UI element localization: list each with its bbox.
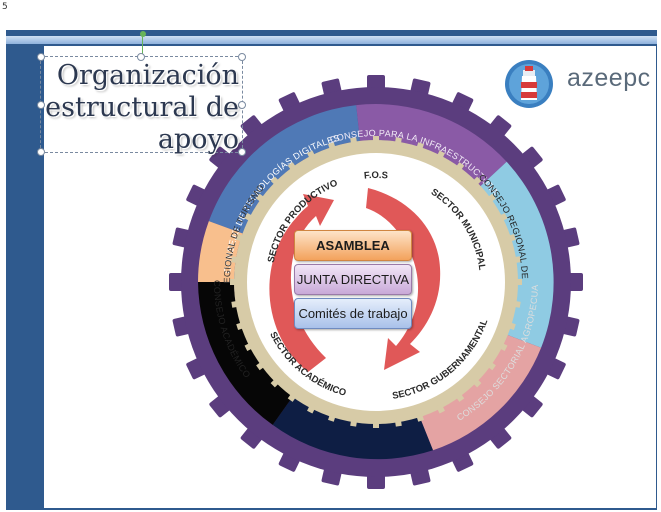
sector-turismo (198, 221, 243, 282)
ring-notch (471, 176, 482, 187)
ring-notch (394, 417, 402, 427)
ring-notch (373, 136, 379, 144)
arrow-top-left (269, 194, 334, 372)
ring-notch (244, 341, 255, 351)
ring-notch (454, 391, 465, 402)
ring-notch (471, 377, 482, 388)
ring-notch (435, 150, 445, 161)
ring-notch (485, 360, 496, 371)
ring-notch (270, 176, 281, 187)
resize-handle-sw[interactable] (37, 148, 45, 156)
title-line-2[interactable]: estructural de (45, 92, 239, 123)
ring-notch (497, 341, 508, 351)
ring-notch (287, 391, 298, 402)
ring-notch (514, 279, 522, 285)
ring-notch (497, 213, 508, 223)
resize-handle-w[interactable] (37, 101, 45, 109)
resize-handle-se[interactable] (238, 148, 246, 156)
ring-notch (231, 300, 241, 308)
arrow-bottom-right (366, 188, 441, 370)
logo-text: azeepc (567, 64, 651, 92)
label-fos: F.O.S (364, 170, 389, 182)
ring-notch (454, 162, 465, 173)
asamblea-box: ASAMBLEA (294, 230, 412, 261)
rotate-line (142, 36, 143, 54)
ring-notch (394, 137, 402, 147)
ring-notch (350, 417, 358, 427)
ring-notch (270, 377, 281, 388)
ring-notch (350, 137, 358, 147)
title-selection-box[interactable] (37, 53, 246, 156)
ring-notch (373, 420, 379, 428)
ring-notch (287, 162, 298, 173)
ring-notch (328, 142, 337, 152)
resize-handle-ne[interactable] (238, 53, 246, 61)
tan-ring-notches (230, 136, 522, 428)
sector-energia (480, 161, 554, 348)
sector-tecnologias (208, 105, 361, 234)
ring-notch (415, 412, 424, 422)
sector-infraestructura (356, 104, 507, 187)
title-line-1[interactable]: Organización (56, 60, 239, 91)
ring-notch (256, 360, 267, 371)
ring-notch (230, 279, 238, 285)
resize-handle-nw[interactable] (37, 53, 45, 61)
junta-directiva-box: JUNTA DIRECTIVA (294, 264, 412, 295)
ring-notch (231, 256, 241, 264)
ring-notch (328, 412, 337, 422)
title-line-3[interactable]: apoyo (157, 124, 239, 155)
ring-notch (236, 234, 246, 243)
rotate-handle[interactable] (140, 31, 146, 37)
sector-agropecuario (198, 282, 294, 425)
lighthouse-icon (505, 60, 553, 108)
sector-academico (419, 334, 542, 451)
ring-notch (415, 142, 424, 152)
ring-notch (307, 403, 317, 414)
comites-box: Comités de trabajo (294, 298, 412, 329)
ring-notch (511, 256, 521, 264)
ring-notch (506, 321, 516, 330)
slide-top-band (6, 36, 657, 44)
ring-notch (307, 150, 317, 161)
resize-handle-n[interactable] (137, 53, 145, 61)
ring-notch (435, 403, 445, 414)
ring-notch (236, 321, 246, 330)
cycle-arrows (269, 188, 441, 372)
resize-handle-e[interactable] (238, 101, 246, 109)
ring-notch (506, 234, 516, 243)
corner-digit: 5 (2, 2, 8, 12)
ring-notch (256, 193, 267, 204)
ring-notch (244, 213, 255, 223)
ring-notch (511, 300, 521, 308)
ring-notch (485, 193, 496, 204)
